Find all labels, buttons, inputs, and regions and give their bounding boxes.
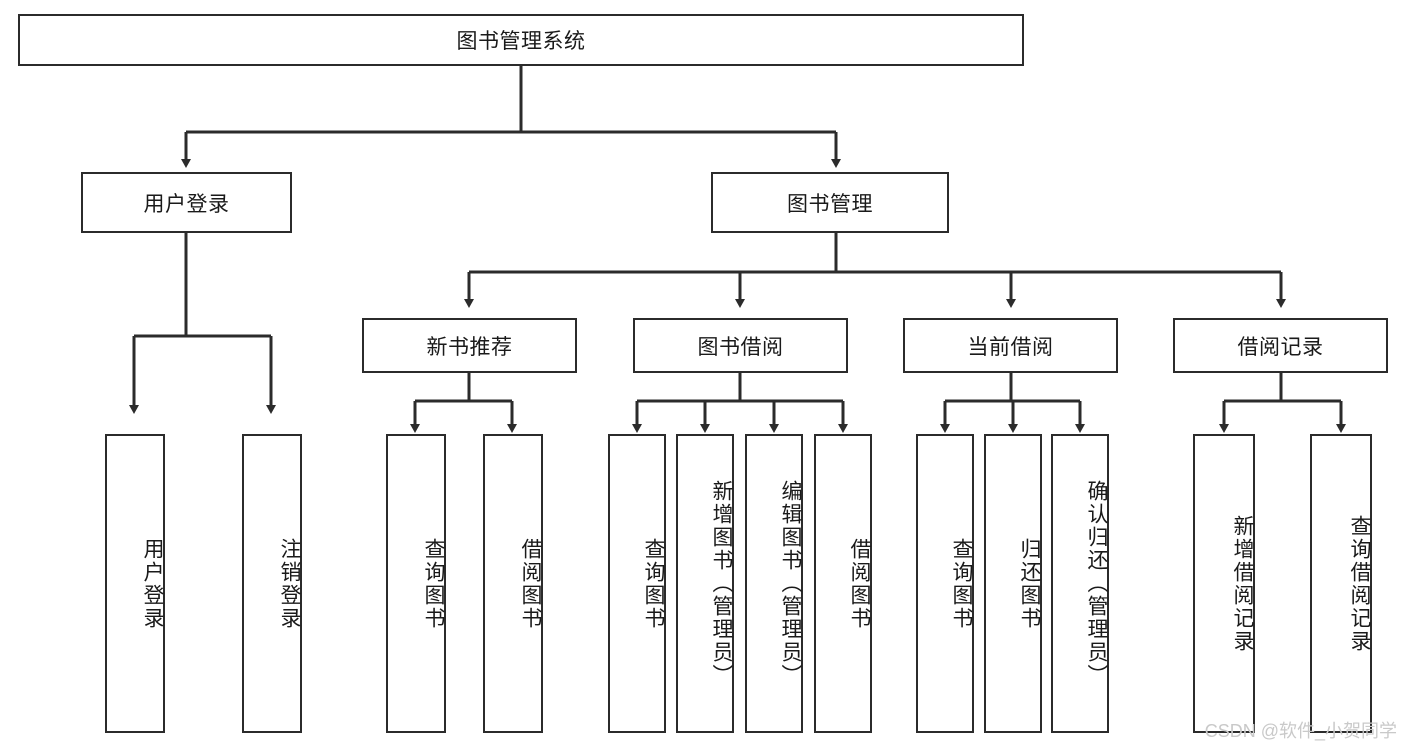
node-label: 借阅图书 [519, 537, 542, 630]
node-label: 借阅记录 [1237, 335, 1324, 359]
node-book-borrow[interactable]: 图书借阅 [633, 318, 848, 373]
leaf-current-borrow-confirm-return[interactable]: 确认归还（管理员） [1051, 434, 1109, 733]
leaf-user-login-signout[interactable]: 注销登录 [242, 434, 302, 733]
node-label: 新增借阅记录 [1231, 514, 1254, 653]
leaf-new-books-borrow[interactable]: 借阅图书 [483, 434, 543, 733]
node-label: 编辑图书（管理员） [779, 480, 802, 687]
node-label: 归还图书 [1018, 537, 1041, 630]
node-borrow-records[interactable]: 借阅记录 [1173, 318, 1388, 373]
node-label: 图书管理系统 [456, 30, 586, 53]
node-label: 新增图书（管理员） [710, 480, 733, 687]
node-label: 查询图书 [422, 537, 445, 630]
leaf-new-books-query[interactable]: 查询图书 [386, 434, 446, 733]
leaf-records-query[interactable]: 查询借阅记录 [1310, 434, 1372, 733]
leaf-current-borrow-return[interactable]: 归还图书 [984, 434, 1042, 733]
node-label: 图书借阅 [697, 335, 784, 359]
leaf-book-borrow-query[interactable]: 查询图书 [608, 434, 666, 733]
node-label: 确认归还（管理员） [1085, 480, 1108, 687]
node-label: 查询图书 [642, 537, 665, 630]
leaf-book-borrow-add[interactable]: 新增图书（管理员） [676, 434, 734, 733]
leaf-current-borrow-query[interactable]: 查询图书 [916, 434, 974, 733]
leaf-book-borrow-edit[interactable]: 编辑图书（管理员） [745, 434, 803, 733]
node-book-management[interactable]: 图书管理 [711, 172, 949, 233]
node-current-borrow[interactable]: 当前借阅 [903, 318, 1118, 373]
node-label: 新书推荐 [426, 335, 513, 359]
node-label: 用户登录 [143, 192, 230, 216]
leaf-records-add[interactable]: 新增借阅记录 [1193, 434, 1255, 733]
node-label: 图书管理 [787, 192, 873, 216]
node-label: 查询图书 [950, 537, 973, 630]
node-user-login[interactable]: 用户登录 [81, 172, 292, 233]
node-label: 查询借阅记录 [1348, 514, 1371, 653]
leaf-user-login-signin[interactable]: 用户登录 [105, 434, 165, 733]
node-label: 注销登录 [278, 537, 301, 630]
node-label: 当前借阅 [967, 335, 1054, 359]
node-label: 用户登录 [141, 537, 164, 630]
leaf-book-borrow-lend[interactable]: 借阅图书 [814, 434, 872, 733]
node-root-system[interactable]: 图书管理系统 [18, 14, 1024, 66]
node-new-book-recommend[interactable]: 新书推荐 [362, 318, 577, 373]
node-label: 借阅图书 [848, 537, 871, 630]
